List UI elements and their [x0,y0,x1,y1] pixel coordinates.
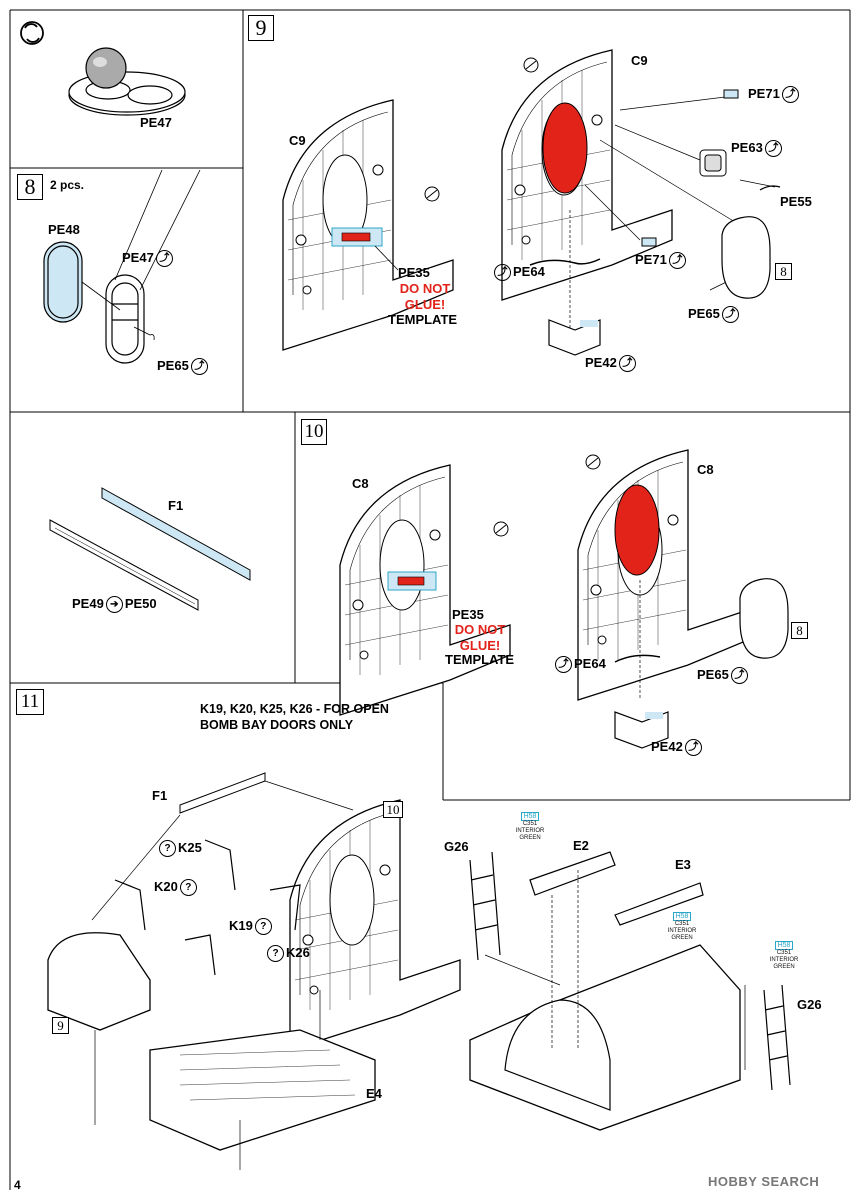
e4-floor-slats [179,1049,356,1101]
template-label: TEMPLATE [388,312,458,327]
template-label-10: TEMPLATE [445,652,515,667]
pe65-label-10: PE65⤴ [697,667,750,685]
pe65-lens [721,216,771,299]
pe71-label: PE71⤴ [748,86,801,104]
c8-red-area [614,484,660,576]
ref-step-9: 9 [52,1017,69,1034]
g26-label-right: G26 [797,997,822,1012]
k20-label: K20? [154,879,199,897]
f1-strip-11 [179,772,266,814]
pe55-part [759,185,781,191]
glue-mark-icon [493,521,509,537]
c8-bulkhead-11 [289,799,461,1051]
c8-label-right: C8 [697,462,714,477]
step-8-qty: 2 pcs. [50,178,85,192]
k25-label: ?K25 [157,840,202,858]
step-11-number: 11 [16,689,44,715]
pe71-part [723,89,739,99]
g26-ladder-left [469,851,501,961]
e2-label: E2 [573,838,589,853]
page-number: 4 [14,1178,21,1192]
pe47-label-8: PE47⤴ [122,250,175,268]
step9-leader-lines [569,96,776,330]
c9-label-right: C9 [631,53,648,68]
pe42-part-10 [614,711,669,749]
pe35-red-mark [341,232,371,242]
pe49-pe50-label: PE49➔PE50 [72,596,157,614]
step-9-number: 9 [248,15,274,41]
e3-label: E3 [675,857,691,872]
pe47-label: PE47 [140,115,172,130]
glue-mark-icon [424,186,440,202]
e4-label: E4 [366,1086,382,1101]
f1-strip [49,487,251,611]
pe48-label: PE48 [48,222,80,237]
k26-label: ?K26 [265,945,310,963]
pe48-lens [43,241,83,323]
flip-icon: ⤴ [155,250,173,268]
pe35-label-10: PE35 [452,607,484,622]
k19-label: K19? [229,918,274,936]
c8-label-left: C8 [352,476,369,491]
ref-step-10: 10 [383,801,403,818]
pe71-label-lower: PE71⤴ [635,252,688,270]
step11-leader-lines [91,780,354,1170]
e3-part [614,882,704,926]
pe42-part [548,319,601,356]
f1-label-11: F1 [152,788,168,803]
f1-label: F1 [168,498,184,513]
pe71-part-lower [641,237,657,247]
k-arms [114,839,301,976]
pe47-frame [105,274,145,364]
pe64-part-10 [614,654,661,663]
step8-leader-lines [81,169,201,341]
c9-red-area [542,102,588,194]
pe64-label: ⤴PE64 [492,264,545,282]
pe42-label: PE42⤴ [585,355,638,373]
ref-step-8: 8 [775,263,792,280]
g26-ladder-right [763,984,791,1091]
pe55-label: PE55 [780,194,812,209]
ref-step-8-10: 8 [791,622,808,639]
e4-floor [149,1029,376,1151]
pe65-lens-10 [739,578,789,659]
glue-mark-icon [585,454,601,470]
c9-bulkhead-11 [47,932,151,1031]
c9-label-left: C9 [289,133,306,148]
rotate-arrows-icon [20,21,44,45]
pe64-label-10: ⤴PE64 [553,656,606,674]
step-10-number: 10 [301,419,327,445]
step-8-number: 8 [17,174,43,200]
watermark: HOBBY SEARCH [708,1174,820,1189]
glue-mark-icon [523,57,539,73]
e2-part [529,851,616,896]
pe35-label: PE35 [398,265,430,280]
step11-right-leaders [484,870,746,1070]
pe47-oval-plate [68,47,186,116]
pe65-label-8: PE65⤴ [157,358,210,376]
pe42-label-10: PE42⤴ [651,739,704,757]
pe64-part [529,258,601,266]
pe63-label: PE63⤴ [731,140,784,158]
g26-label-left: G26 [444,839,469,854]
pe65-label-9: PE65⤴ [688,306,741,324]
flip-icon: ⤴ [190,358,208,376]
